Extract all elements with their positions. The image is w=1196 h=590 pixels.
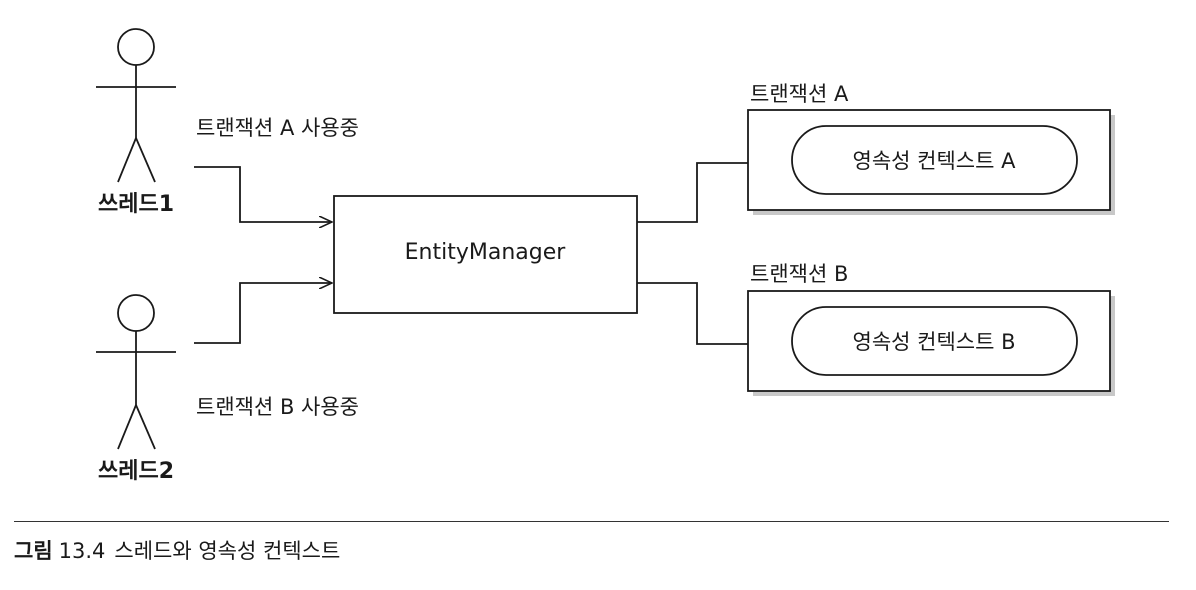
context-b-pill (791, 306, 1078, 376)
arrow-thread2-to-entitymanager (194, 283, 332, 344)
context-a-label: 영속성 컨텍스트 A (853, 149, 1017, 173)
entitymanager-label: EntityManager (405, 240, 567, 265)
context-a-pill (791, 125, 1078, 195)
actor-thread2-left-leg (117, 404, 137, 450)
actor-thread1-name: 쓰레드1 (98, 192, 174, 217)
arrow-thread1-to-entitymanager (194, 166, 332, 222)
actor-thread2 (96, 294, 176, 450)
actor-thread2-right-leg (135, 404, 156, 450)
entitymanager-box (333, 195, 638, 314)
actor-thread2-head (117, 294, 155, 332)
context-b-label: 영속성 컨텍스트 B (853, 330, 1016, 354)
actor-thread2-name: 쓰레드2 (98, 459, 174, 484)
caption-number: 13.4 (58, 539, 106, 563)
transaction-a-title: 트랜잭션 A (750, 82, 849, 106)
actor-thread1 (96, 28, 176, 183)
actor-thread1-right-leg (135, 137, 156, 183)
actor-thread1-left-leg (117, 137, 137, 183)
arrow-entitymanager-to-context-a (637, 163, 790, 223)
caption-label: 그림 (14, 539, 53, 563)
actor-thread1-usage-label: 트랜잭션 A 사용중 (196, 116, 359, 140)
caption-divider (14, 521, 1169, 522)
caption-text: 스레드와 영속성 컨텍스트 (114, 539, 341, 563)
transaction-b-title: 트랜잭션 B (750, 262, 848, 286)
actor-thread1-head (117, 28, 155, 66)
arrow-entitymanager-to-context-b (637, 282, 790, 344)
actor-thread2-usage-label: 트랜잭션 B 사용중 (196, 395, 359, 419)
